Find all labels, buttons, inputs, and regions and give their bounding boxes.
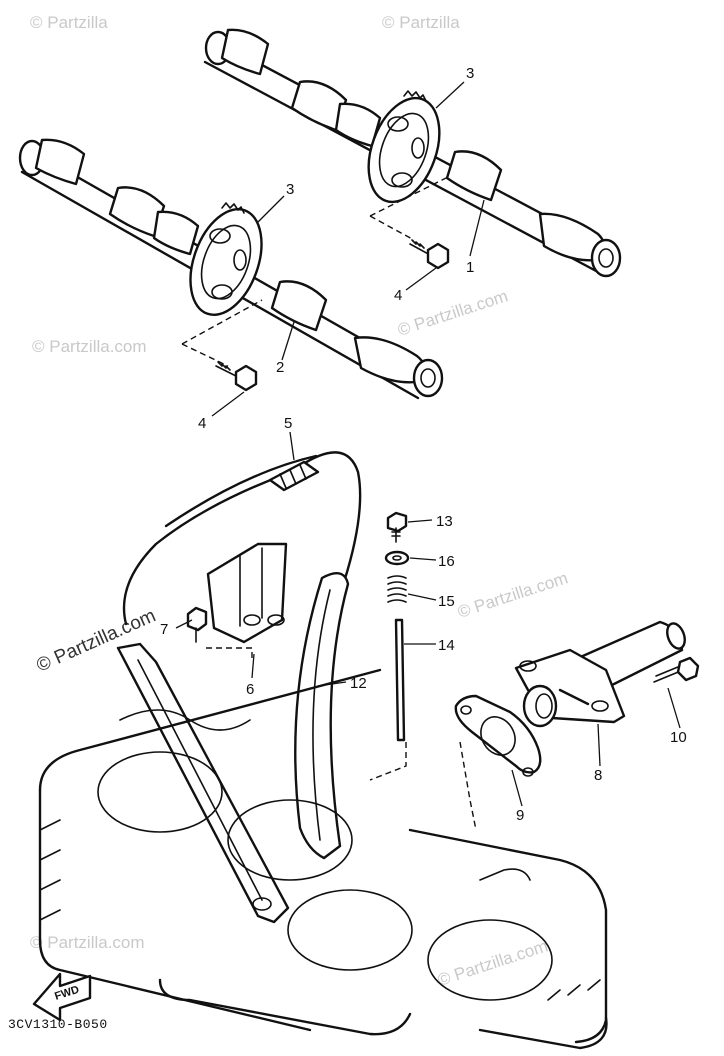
forward-arrow-icon: FWD [32,972,92,1022]
callout-1: 1 [466,259,474,276]
watermark: © Partzilla [382,13,460,32]
tensioner-bolt [386,511,408,543]
callout-6: 6 [246,681,254,698]
callout-7: 7 [160,621,168,638]
chain-guide-front [116,642,290,924]
watermark: © Partzilla.com [32,337,147,356]
tensioner-bolt-long [653,656,700,683]
cylinder-head-outline [38,668,608,1050]
diagram-code: 3CV1310-B050 [8,1017,108,1032]
callout-8: 8 [594,767,602,784]
watermark: © Partzilla.com [395,286,510,339]
callout-5: 5 [284,415,292,432]
alignment-line [369,177,447,241]
camshaft-exhaust [203,28,622,278]
callout-13: 13 [436,513,453,530]
tensioner-spring [387,575,407,603]
alignment-line [181,299,263,367]
leader-lines [175,81,681,807]
callout-3: 3 [466,65,474,82]
cam-chain-tensioner [514,620,686,728]
watermark: © Partzilla.com [455,568,570,621]
callout-3: 3 [286,181,294,198]
cam-sprocket-exhaust [367,90,441,204]
guide-bolt [186,606,208,643]
cam-chain [122,451,362,734]
callout-15: 15 [438,593,455,610]
watermark: © Partzilla.com [30,933,145,952]
tensioner-rod [394,618,406,742]
callout-12: 12 [350,675,367,692]
callout-4: 4 [198,415,206,432]
watermark: © Partzilla.com [435,936,550,989]
chain-guide-rear [294,572,350,860]
gasket-washer [384,550,410,566]
callout-16: 16 [438,553,455,570]
callout-2: 2 [276,359,284,376]
tensioner-gasket [454,694,542,777]
sprocket-bolt [215,361,258,392]
watermark: © Partzilla [30,13,108,32]
callout-14: 14 [438,637,455,654]
callout-9: 9 [516,807,524,824]
chain-guide-upper [206,542,288,660]
callout-4: 4 [394,287,402,304]
callout-labels: 3 1 3 2 4 4 5 6 7 8 9 10 12 13 16 15 14 [160,65,687,824]
callout-10: 10 [670,729,687,746]
sprocket-bolt [409,239,450,270]
camshaft-intake [18,138,444,400]
cam-sprocket-intake [189,202,263,317]
